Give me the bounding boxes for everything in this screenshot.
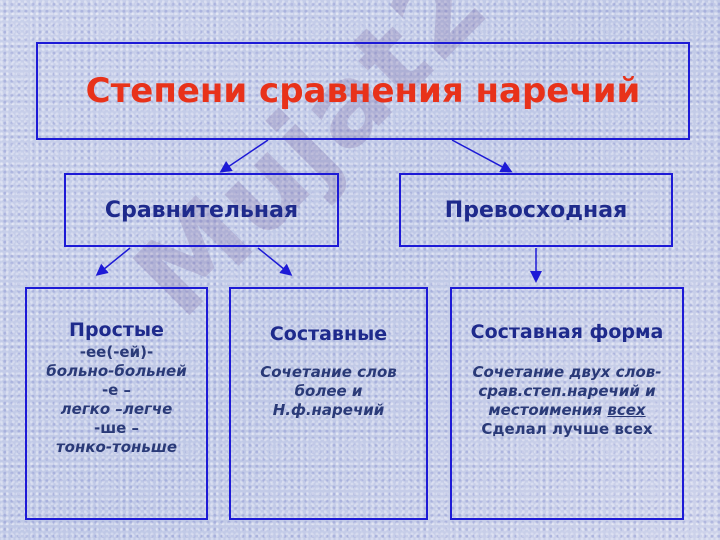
arrow-title-to-superlative (451, 139, 513, 173)
form-line: Сочетание двух слов- (472, 363, 662, 381)
arrow-title-to-comparative (219, 139, 269, 173)
simple-box: Простые -ее(-ей)- больно-больней -е – ле… (25, 287, 208, 520)
comparative-label: Сравнительная (104, 197, 299, 223)
superlative-box: Превосходная (399, 173, 673, 247)
simple-line: больно-больней (46, 362, 187, 380)
simple-line: -ее(-ей)- (79, 343, 154, 361)
title-box: Степени сравнения наречий (36, 42, 690, 140)
compound-line: Сочетание слов (260, 363, 397, 381)
simple-title: Простые (69, 319, 164, 341)
compound-title: Составные (269, 323, 388, 345)
comparative-box: Сравнительная (64, 173, 339, 247)
compound-line: Н.ф.наречий (272, 401, 385, 419)
form-example: Сделал лучше всех (481, 420, 653, 438)
compound-box: Составные Сочетание слов более и Н.ф.нар… (229, 287, 428, 520)
simple-line: -ше – (93, 419, 140, 437)
compound-form-title: Составная форма (470, 321, 664, 343)
form-line-prefix: местоимения (488, 401, 608, 419)
form-line: срав.степ.наречий и (478, 382, 656, 400)
simple-line: легко –легче (60, 400, 173, 418)
simple-line: тонко-тоньше (55, 438, 178, 456)
diagram-title: Степени сравнения наречий (85, 71, 641, 111)
arrow-comparative-to-simple (95, 247, 131, 276)
simple-line: -е – (101, 381, 132, 399)
form-line-underlined: всех (607, 401, 646, 419)
arrow-comparative-to-compound (257, 247, 293, 276)
compound-line: более и (294, 382, 363, 400)
superlative-label: Превосходная (444, 197, 628, 223)
form-line: местоимения всех (452, 401, 682, 420)
compound-form-box: Составная форма Сочетание двух слов- сра… (450, 287, 684, 520)
